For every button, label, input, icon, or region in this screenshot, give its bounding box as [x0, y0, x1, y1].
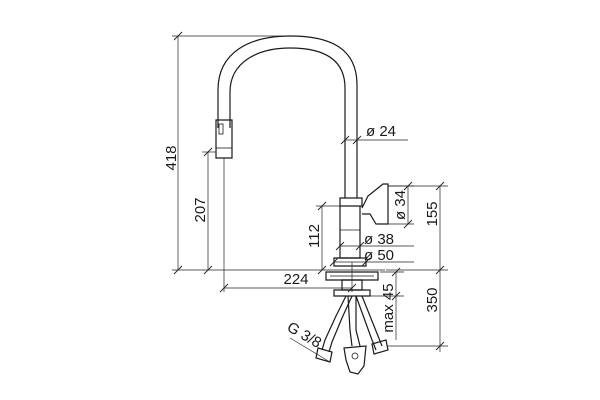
handle-to-base-label: 155	[424, 201, 441, 226]
base-diameter-label: ø 50	[364, 247, 394, 264]
spout-drop-height-label: 207	[192, 197, 209, 222]
reach-label: 224	[283, 271, 308, 288]
handle-height-label: 112	[306, 224, 323, 248]
dimension-lines	[172, 31, 448, 363]
hose-length-label: 350	[424, 287, 441, 312]
spout-diameter-label: ø 24	[366, 123, 396, 140]
dimension-labels: 418 207 112 224 ø 24 ø 34 155 ø 38 ø 50 …	[163, 123, 441, 352]
flexible-hoses	[315, 295, 389, 375]
body-diameter-label: ø 38	[364, 231, 394, 248]
faucet-body	[215, 35, 389, 297]
total-height-label: 418	[163, 145, 180, 170]
handle-diameter-label: ø 34	[392, 190, 409, 220]
max-thickness-label: max 45	[380, 283, 397, 332]
